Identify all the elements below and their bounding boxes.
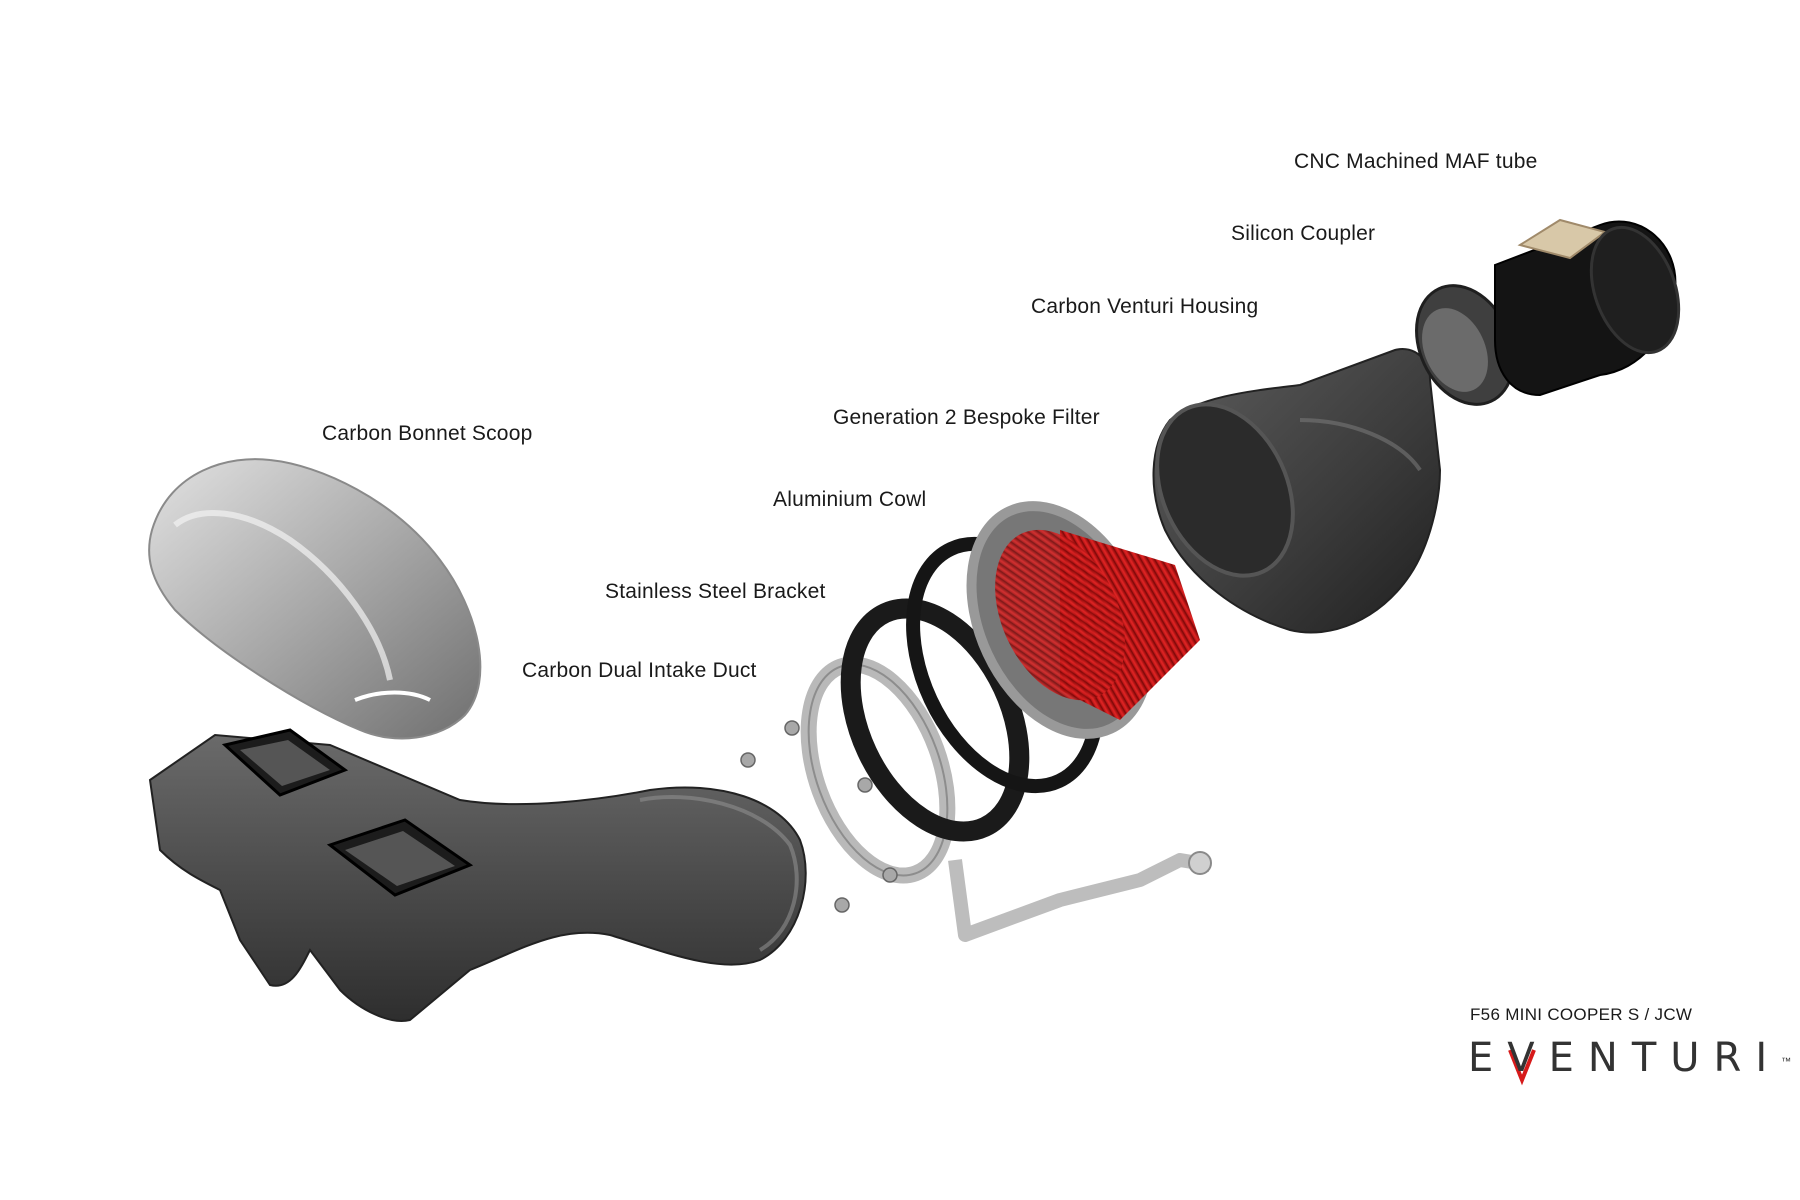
intake-duct-part bbox=[148, 728, 807, 1022]
venturi-housing-part bbox=[1152, 348, 1442, 634]
label-filter: Generation 2 Bespoke Filter bbox=[833, 406, 1100, 429]
maf-tube-part bbox=[1494, 218, 1681, 397]
brand-wordmark: EVENTURI bbox=[1468, 1035, 1782, 1081]
brand-trademark: ™ bbox=[1781, 1056, 1792, 1068]
label-bonnet-scoop: Carbon Bonnet Scoop bbox=[322, 422, 533, 445]
silicon-coupler-part bbox=[1415, 284, 1515, 406]
label-silicon-coupler: Silicon Coupler bbox=[1231, 222, 1376, 245]
label-cowl: Aluminium Cowl bbox=[773, 488, 927, 511]
bracket-part bbox=[800, 656, 1212, 942]
screws bbox=[740, 720, 898, 913]
label-bracket: Stainless Steel Bracket bbox=[605, 580, 826, 603]
brand-v-mark bbox=[1508, 1049, 1536, 1086]
filter-part bbox=[966, 501, 1200, 739]
label-maf-tube: CNC Machined MAF tube bbox=[1294, 150, 1538, 173]
brand-logo: EVENTURI™ bbox=[1468, 1035, 1791, 1085]
bonnet-scoop-part bbox=[148, 458, 482, 740]
label-venturi-housing: Carbon Venturi Housing bbox=[1031, 295, 1259, 318]
label-intake-duct: Carbon Dual Intake Duct bbox=[522, 659, 757, 682]
duct-port-right bbox=[326, 818, 474, 897]
model-caption: F56 MINI COOPER S / JCW bbox=[1470, 1005, 1693, 1024]
duct-port-left bbox=[221, 728, 349, 797]
